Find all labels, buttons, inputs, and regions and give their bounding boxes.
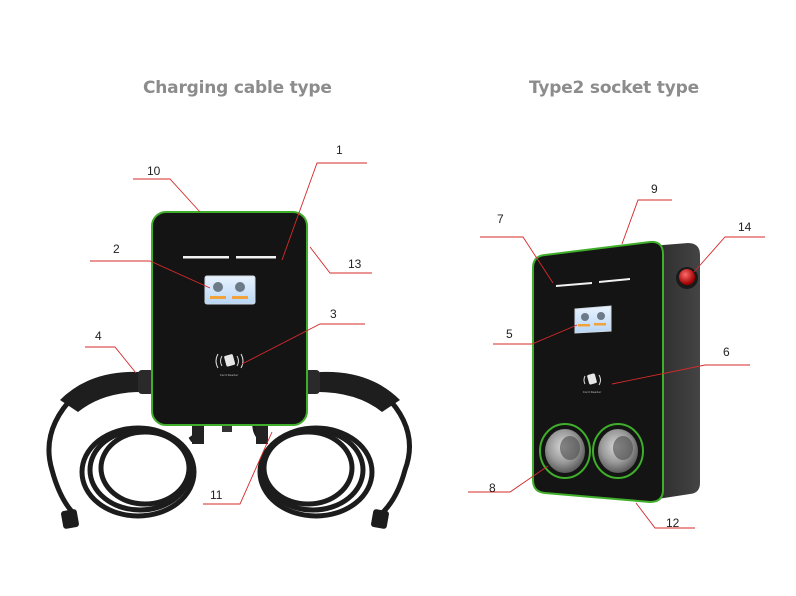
callout-8: 8 bbox=[489, 481, 496, 495]
card-reader-right-unit: Card Reader bbox=[583, 373, 602, 394]
led-strip-right bbox=[236, 256, 276, 259]
right-plug-tip bbox=[371, 509, 389, 529]
left-cable-coil bbox=[79, 409, 204, 519]
led-strip-left-right-unit bbox=[556, 282, 592, 287]
card-reader-label-right-unit: Card Reader bbox=[583, 390, 602, 394]
callout-11: 11 bbox=[210, 488, 223, 502]
leader-line-4 bbox=[85, 346, 137, 374]
card-reader: Card Reader bbox=[215, 353, 244, 377]
lcd-screen-right-unit bbox=[574, 305, 612, 334]
leader-line-14 bbox=[693, 236, 765, 273]
callout-13: 13 bbox=[348, 257, 362, 271]
callout-4: 4 bbox=[95, 329, 102, 343]
callout-14: 14 bbox=[738, 220, 752, 234]
charging-cable-type-title: Charging cable type bbox=[143, 78, 332, 98]
callout-5: 5 bbox=[506, 327, 513, 341]
callout-12: 12 bbox=[666, 516, 680, 530]
left-plug-cable bbox=[46, 393, 77, 517]
left-plug-holster bbox=[60, 370, 154, 412]
callout-3: 3 bbox=[330, 307, 337, 321]
callout-7: 7 bbox=[497, 212, 504, 226]
led-strip-left bbox=[183, 256, 229, 259]
socket-type-charger: Card Reader bbox=[532, 240, 700, 504]
callout-1: 1 bbox=[336, 143, 343, 157]
right-callouts: 9 7 14 5 6 8 12 bbox=[468, 182, 765, 530]
cable-type-charger: Card Reader bbox=[46, 211, 412, 529]
led-strip-right-right-unit bbox=[599, 278, 630, 283]
leader-line-2 bbox=[90, 260, 211, 289]
leader-line-12 bbox=[635, 502, 695, 529]
leader-line-9 bbox=[621, 199, 672, 245]
leader-line-5 bbox=[493, 324, 578, 345]
callout-6: 6 bbox=[723, 345, 730, 359]
leader-line-6 bbox=[611, 364, 750, 385]
bottom-port bbox=[222, 424, 232, 432]
right-plug-holster bbox=[304, 370, 400, 412]
leader-line-11 bbox=[203, 431, 273, 505]
leader-line-8 bbox=[468, 465, 549, 493]
type2-socket-left bbox=[539, 423, 591, 479]
leader-line-3 bbox=[241, 323, 365, 365]
emergency-stop-button bbox=[676, 267, 698, 289]
left-plug-tip bbox=[61, 509, 79, 529]
leader-line-7 bbox=[480, 236, 554, 284]
leader-line-13 bbox=[309, 246, 372, 274]
type2-socket-type-title: Type2 socket type bbox=[529, 78, 699, 98]
type2-socket-right bbox=[592, 423, 644, 479]
charger-body-front-panel bbox=[151, 211, 308, 426]
callout-2: 2 bbox=[113, 242, 120, 256]
callout-9: 9 bbox=[651, 182, 658, 196]
lcd-screen bbox=[204, 275, 256, 305]
leader-line-1 bbox=[281, 162, 367, 261]
cable-gland-left bbox=[192, 422, 204, 444]
leader-line-10 bbox=[133, 178, 201, 213]
right-plug-cable bbox=[378, 393, 412, 517]
cable-gland-right bbox=[256, 422, 268, 444]
callout-10: 10 bbox=[147, 164, 161, 178]
card-reader-label: Card Reader bbox=[220, 373, 239, 377]
left-callouts: 1 10 13 2 3 4 11 bbox=[85, 143, 372, 505]
